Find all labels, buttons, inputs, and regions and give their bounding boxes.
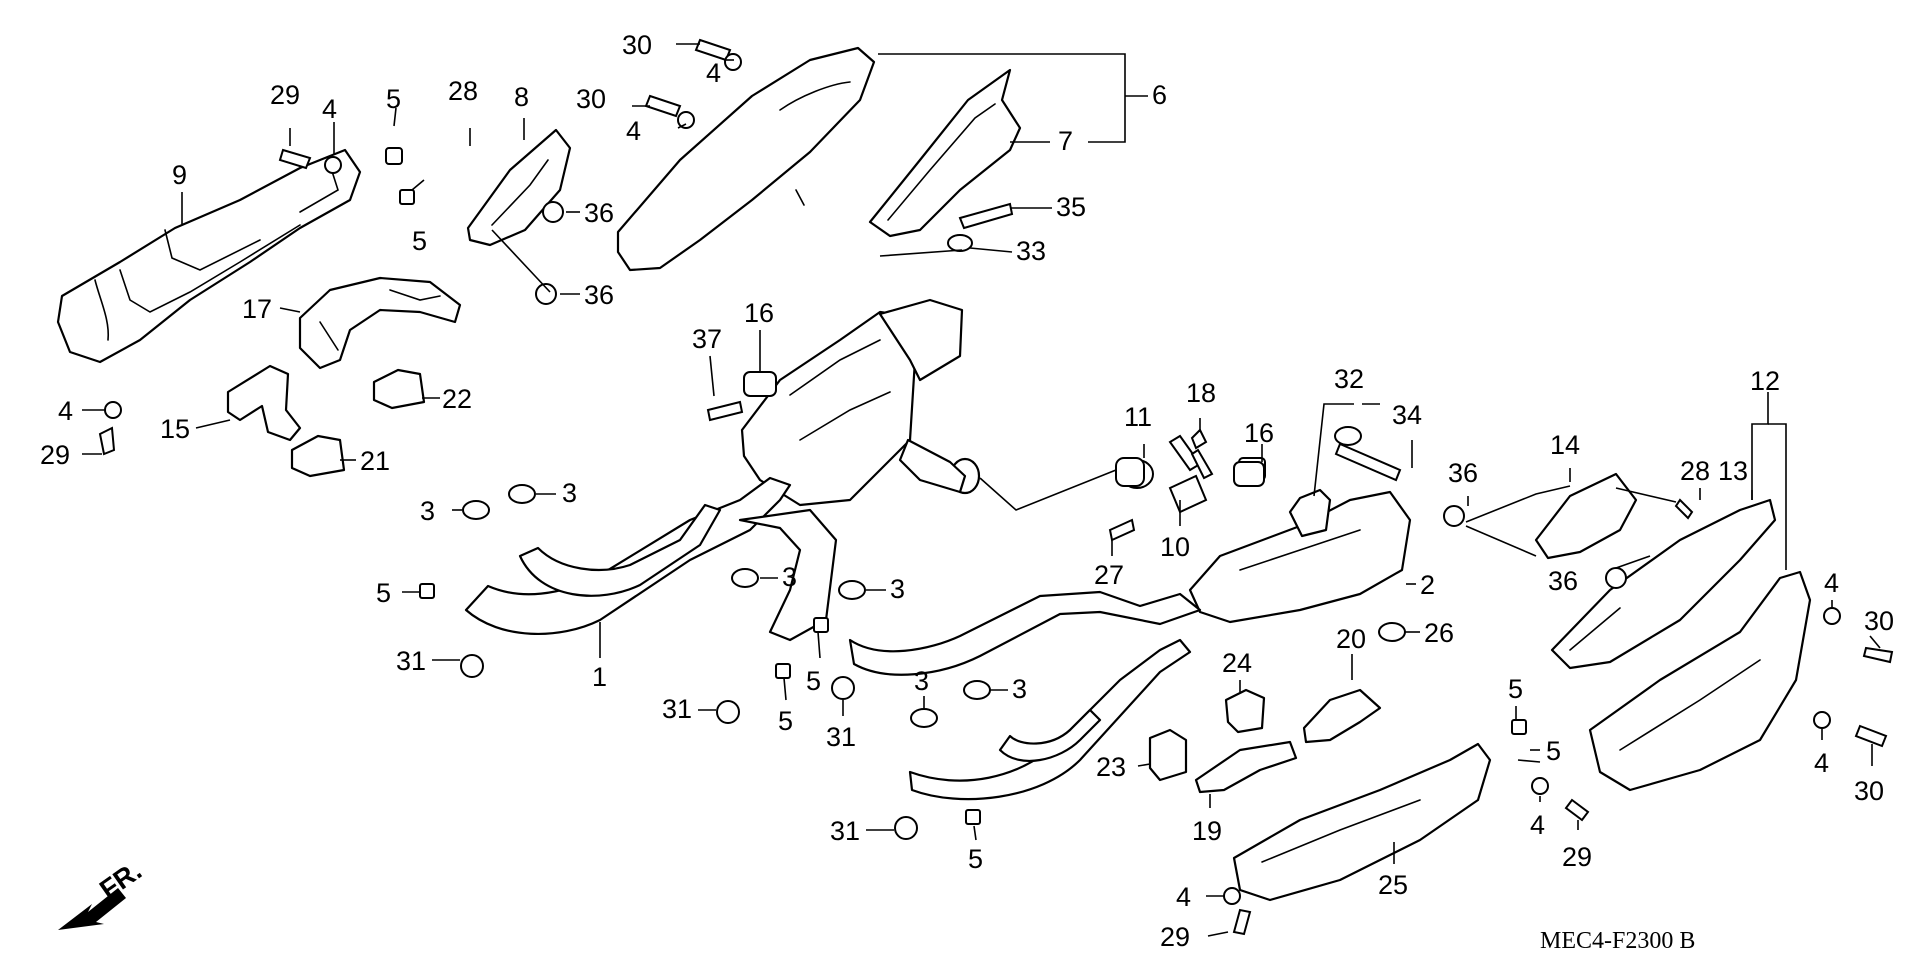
part-12-heat-shield-right	[1588, 570, 1812, 792]
part-21-mount-rubber	[290, 434, 346, 478]
callout-18: 18	[1186, 378, 1216, 408]
callout-5: 5	[968, 844, 983, 874]
part-13-side-cover-right	[1550, 498, 1777, 670]
callout-35: 35	[1056, 192, 1086, 222]
callout-32: 32	[1334, 364, 1364, 394]
callout-31: 31	[826, 722, 856, 752]
diagram-code: MEC4-F2300 B	[1540, 928, 1695, 954]
callout-21: 21	[360, 446, 390, 476]
callout-4: 4	[322, 94, 337, 124]
front-label: FR.	[94, 855, 147, 905]
callout-3: 3	[914, 666, 929, 696]
callout-29: 29	[1160, 922, 1190, 952]
callout-29: 29	[40, 440, 70, 470]
callout-31: 31	[662, 694, 692, 724]
callout-4: 4	[626, 116, 641, 146]
callout-23: 23	[1096, 752, 1126, 782]
callout-33: 33	[1016, 236, 1046, 266]
callout-26: 26	[1424, 618, 1454, 648]
callout-3: 3	[562, 478, 577, 508]
callout-27: 27	[1094, 560, 1124, 590]
callout-4: 4	[1824, 568, 1839, 598]
callout-4: 4	[706, 58, 721, 88]
part-20-bracket	[1302, 688, 1382, 744]
callout-labels: 30 4 30 4 6 7 35 33 29 4 5 28 8 9 5 36 3…	[40, 30, 1894, 952]
callout-4: 4	[1530, 810, 1545, 840]
callout-29: 29	[270, 80, 300, 110]
callout-29: 29	[1562, 842, 1592, 872]
callout-3: 3	[420, 496, 435, 526]
part-muffler-upper	[740, 298, 981, 507]
part-7-inner-heat-shield	[868, 68, 1022, 238]
callout-5: 5	[412, 226, 427, 256]
part-19-bracket	[1194, 740, 1298, 794]
part-24-mount-rubber	[1224, 688, 1266, 734]
callout-30: 30	[1864, 606, 1894, 636]
part-25-lower-cover-right	[1232, 742, 1492, 902]
callout-20: 20	[1336, 624, 1366, 654]
part-22-mount-rubber	[372, 368, 426, 410]
callout-36: 36	[584, 198, 614, 228]
front-direction-arrow-icon	[58, 888, 126, 930]
callout-2: 2	[1420, 570, 1435, 600]
callout-30: 30	[1854, 776, 1884, 806]
part-exhaust-pipe-right	[848, 590, 1202, 801]
callout-15: 15	[160, 414, 190, 444]
part-1-exhaust-pipe-left	[464, 476, 838, 642]
callout-31: 31	[830, 816, 860, 846]
callout-13: 13	[1718, 456, 1748, 486]
callout-7: 7	[1058, 126, 1073, 156]
callout-31: 31	[396, 646, 426, 676]
callout-16: 16	[1244, 418, 1274, 448]
callout-5: 5	[806, 666, 821, 696]
callout-4: 4	[1176, 882, 1191, 912]
callout-4: 4	[58, 396, 73, 426]
callout-9: 9	[172, 160, 187, 190]
callout-34: 34	[1392, 400, 1422, 430]
callout-5: 5	[1508, 674, 1523, 704]
callout-10: 10	[1160, 532, 1190, 562]
callout-36: 36	[1548, 566, 1578, 596]
callout-36: 36	[1448, 458, 1478, 488]
part-2-rear-muffler	[1188, 488, 1412, 624]
callout-24: 24	[1222, 648, 1252, 678]
callout-3: 3	[890, 574, 905, 604]
callout-17: 17	[242, 294, 272, 324]
leader-lines	[82, 43, 1881, 937]
part-17-bracket	[298, 276, 462, 370]
callout-28: 28	[448, 76, 478, 106]
callout-25: 25	[1378, 870, 1408, 900]
callout-6: 6	[1152, 80, 1167, 110]
callout-36: 36	[584, 280, 614, 310]
callout-30: 30	[576, 84, 606, 114]
callout-5: 5	[386, 84, 401, 114]
part-6-upper-heat-shield	[616, 46, 876, 272]
callout-12: 12	[1750, 366, 1780, 396]
callout-14: 14	[1550, 430, 1580, 460]
callout-30: 30	[622, 30, 652, 60]
callout-11: 11	[1124, 402, 1152, 432]
part-8-side-plate	[466, 128, 572, 247]
callout-22: 22	[442, 384, 472, 414]
part-15-clamp-bracket	[226, 364, 302, 442]
callout-16: 16	[744, 298, 774, 328]
part-23-mount-rubber	[1148, 728, 1188, 782]
callout-19: 19	[1192, 816, 1222, 846]
hardware-fasteners	[98, 38, 1894, 936]
part-14-bracket-right	[1534, 472, 1638, 560]
callout-8: 8	[514, 82, 529, 112]
callout-1: 1	[592, 662, 607, 692]
callout-28: 28	[1680, 456, 1710, 486]
callout-5: 5	[376, 578, 391, 608]
callout-4: 4	[1814, 748, 1829, 778]
callout-5: 5	[778, 706, 793, 736]
callout-5: 5	[1546, 736, 1561, 766]
callout-3: 3	[1012, 674, 1027, 704]
callout-37: 37	[692, 324, 722, 354]
callout-3: 3	[782, 562, 797, 592]
